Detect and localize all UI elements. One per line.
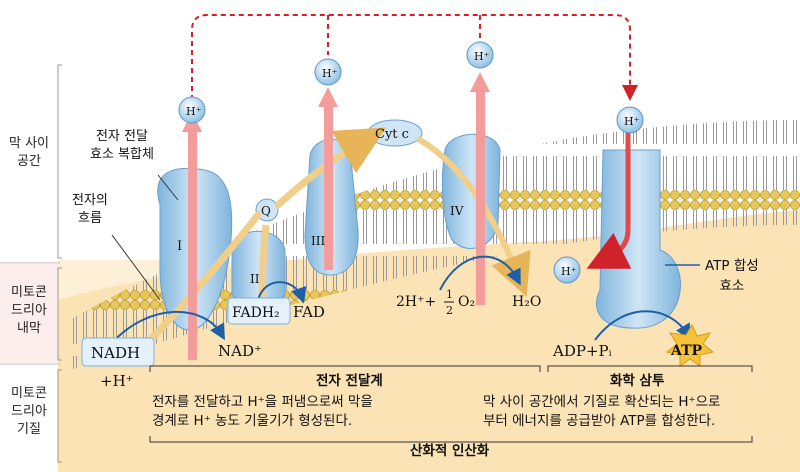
- q-label: Q: [261, 204, 271, 218]
- fadh2-box: [227, 297, 291, 325]
- half-numerator: 1: [446, 288, 453, 301]
- atp-label: ATP: [670, 343, 703, 359]
- cyt-c-label: Cyt c: [375, 127, 409, 142]
- electron-flow-line: 흐름: [77, 211, 102, 226]
- intermembrane-space-label: 막 사이 공간: [0, 135, 58, 171]
- electron-path-1: [146, 211, 262, 344]
- half-denominator: 2: [446, 304, 453, 317]
- q-molecule: [255, 198, 279, 222]
- h-ion-4: [616, 106, 644, 134]
- h-ion-1: [178, 96, 206, 124]
- fadh2-arrow: [257, 281, 307, 304]
- oxygen-label: O₂: [458, 294, 475, 310]
- oxygen-left-label: 2H⁺+: [396, 294, 436, 310]
- h-label-4: H⁺: [624, 115, 640, 128]
- nad-label: NAD⁺: [218, 342, 262, 360]
- etc-title: 전자 전달계: [316, 373, 383, 389]
- complex-3-label: III: [311, 234, 325, 248]
- proton-arrowhead-3: [318, 87, 338, 107]
- fadh2-label: FADH₂: [232, 305, 280, 321]
- oxphos-bracket: [149, 436, 753, 443]
- h-label-3: H⁺: [474, 50, 490, 63]
- atp-synthase: [595, 149, 681, 329]
- water-label: H₂O: [512, 294, 541, 310]
- proton-inflow-arrow: [586, 130, 632, 269]
- circulation-dashed: [191, 14, 638, 101]
- atp-synthase-line: 효소: [719, 278, 745, 294]
- side-label-line: 막 사이: [8, 136, 49, 151]
- side-label-line: 드리아: [11, 404, 47, 419]
- h-label-5: H⁺: [561, 265, 577, 278]
- nadh-arrow: [109, 310, 225, 346]
- proton-arrow-4: [476, 90, 485, 305]
- side-label-line: 공간: [17, 154, 41, 169]
- oxygen-arrow: [439, 255, 521, 291]
- flow-leader: [111, 234, 161, 301]
- adp-arrow: [594, 310, 692, 341]
- complex-leader: [157, 174, 179, 201]
- h-label-2: H⁺: [322, 67, 338, 80]
- complex-4-label: IV: [450, 204, 464, 218]
- fad-label: FAD: [293, 303, 325, 321]
- complex-2-label: II: [250, 272, 260, 286]
- oxphos-title: 산화적 인산화: [410, 443, 490, 459]
- complex-1-label: I: [177, 239, 182, 254]
- complex-name-line: 효소 복합체: [90, 147, 154, 162]
- h-ion-2: [314, 58, 342, 86]
- side-label-line: 내막: [17, 321, 41, 336]
- chemiosmosis-description-line: 부터 에너지를 공급받아 ATP를 합성한다.: [483, 413, 716, 429]
- inner-membrane-label: 미토콘 드리아 내막: [0, 284, 58, 338]
- membrane-label-bg: [0, 263, 58, 364]
- side-label-line: 드리아: [11, 303, 47, 318]
- chemiosmosis-bracket: [547, 365, 753, 372]
- etc-bracket: [149, 365, 541, 372]
- chemiosmosis-description: 막 사이 공간에서 기질로 확산되는 H⁺으로 부터 에너지를 공급받아 ATP…: [483, 393, 720, 431]
- h-ion-3: [466, 41, 494, 69]
- adp-label: ADP+Pᵢ: [552, 342, 612, 360]
- h-ion-5: [553, 256, 581, 284]
- bracket-mid: [57, 267, 62, 361]
- nadh-box: [81, 337, 155, 367]
- etc-description-line: 경계로 H⁺ 농도 기울기가 형성된다.: [152, 413, 353, 429]
- proton-arrowhead-4: [470, 72, 490, 92]
- bracket-bottom: [57, 369, 62, 463]
- proton-arrow-1: [188, 130, 197, 360]
- etc-description-line: 전자를 전달하고 H⁺을 퍼냄으로써 막을: [152, 394, 373, 410]
- chemiosmosis-description-line: 막 사이 공간에서 기질로 확산되는 H⁺으로: [483, 394, 721, 410]
- atp-synthase-line: ATP 합성: [705, 258, 759, 274]
- complex-name-line: 전자 전달: [95, 129, 148, 144]
- side-label-line: 미토콘: [11, 386, 47, 401]
- electron-path-3: [274, 127, 387, 209]
- electron-flow-line: 전자의: [72, 193, 108, 208]
- atp-synthase-label: ATP 합성 효소: [705, 256, 759, 296]
- electron-flow-label: 전자의 흐름: [72, 192, 108, 228]
- complex-name-label: 전자 전달 효소 복합체: [90, 128, 154, 164]
- proton-arrow-3: [324, 105, 333, 270]
- h-label-1: H⁺: [186, 105, 202, 118]
- side-label-line: 미토콘: [11, 285, 47, 300]
- bracket-top: [57, 64, 62, 259]
- side-label-line: 기질: [17, 422, 41, 437]
- etc-description: 전자를 전달하고 H⁺을 퍼냄으로써 막을 경계로 H⁺ 농도 기울기가 형성된…: [152, 393, 373, 431]
- nadh-label: NADH: [91, 344, 140, 362]
- chemiosmosis-title: 화학 삼투: [610, 373, 665, 389]
- matrix-label: 미토콘 드리아 기질: [0, 385, 58, 439]
- plus-h-label: +H⁺: [100, 372, 134, 390]
